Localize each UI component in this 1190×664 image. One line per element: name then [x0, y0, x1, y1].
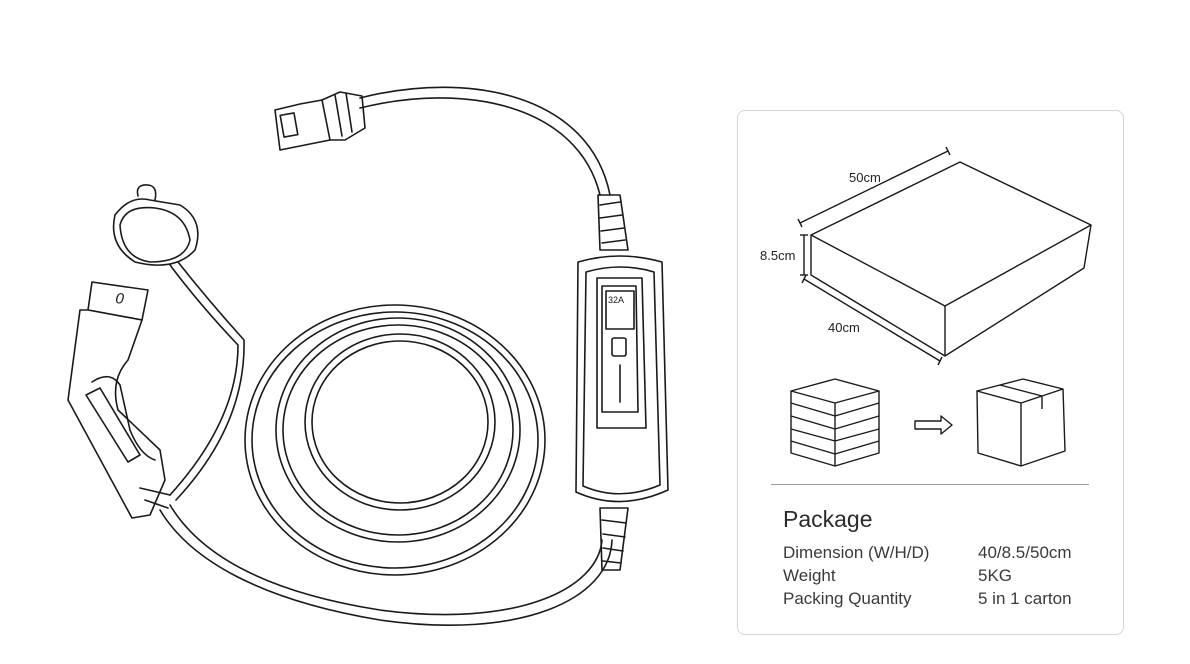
spec-label-dimension: Dimension (W/H/D)	[783, 543, 930, 562]
control-box-current: 32A	[608, 295, 624, 305]
charging-connector	[67, 281, 171, 519]
spec-value-dimension: 40/8.5/50cm	[978, 543, 1072, 562]
spec-value-weight: 5KG	[978, 566, 1013, 585]
box-width-label: 50cm	[849, 170, 881, 185]
package-title: Package	[783, 506, 873, 532]
stacked-boxes-icon	[790, 378, 880, 467]
cable-bottom	[159, 509, 613, 626]
dust-cap	[112, 184, 245, 501]
box-height-label: 8.5cm	[760, 248, 796, 263]
carton-dimension-diagram	[790, 146, 1092, 467]
control-box	[575, 255, 669, 503]
spec-label-weight: Weight	[783, 566, 836, 585]
carton-icon-large	[797, 146, 1092, 366]
carton-icon	[976, 378, 1066, 467]
spec-label-quantity: Packing Quantity	[783, 589, 912, 608]
package-card: 50cm 8.5cm 40cm Package Dimension (W/H/D…	[737, 110, 1124, 635]
arrow-right-icon	[914, 415, 953, 435]
wall-plug	[274, 91, 366, 151]
box-depth-label: 40cm	[828, 320, 860, 335]
connector-label: 0	[115, 290, 126, 308]
ev-charger-illustration: 0 32A	[67, 86, 669, 626]
divider	[771, 484, 1089, 485]
cable-top	[359, 86, 611, 196]
cable-coil	[244, 304, 546, 576]
spec-value-quantity: 5 in 1 carton	[978, 589, 1072, 608]
